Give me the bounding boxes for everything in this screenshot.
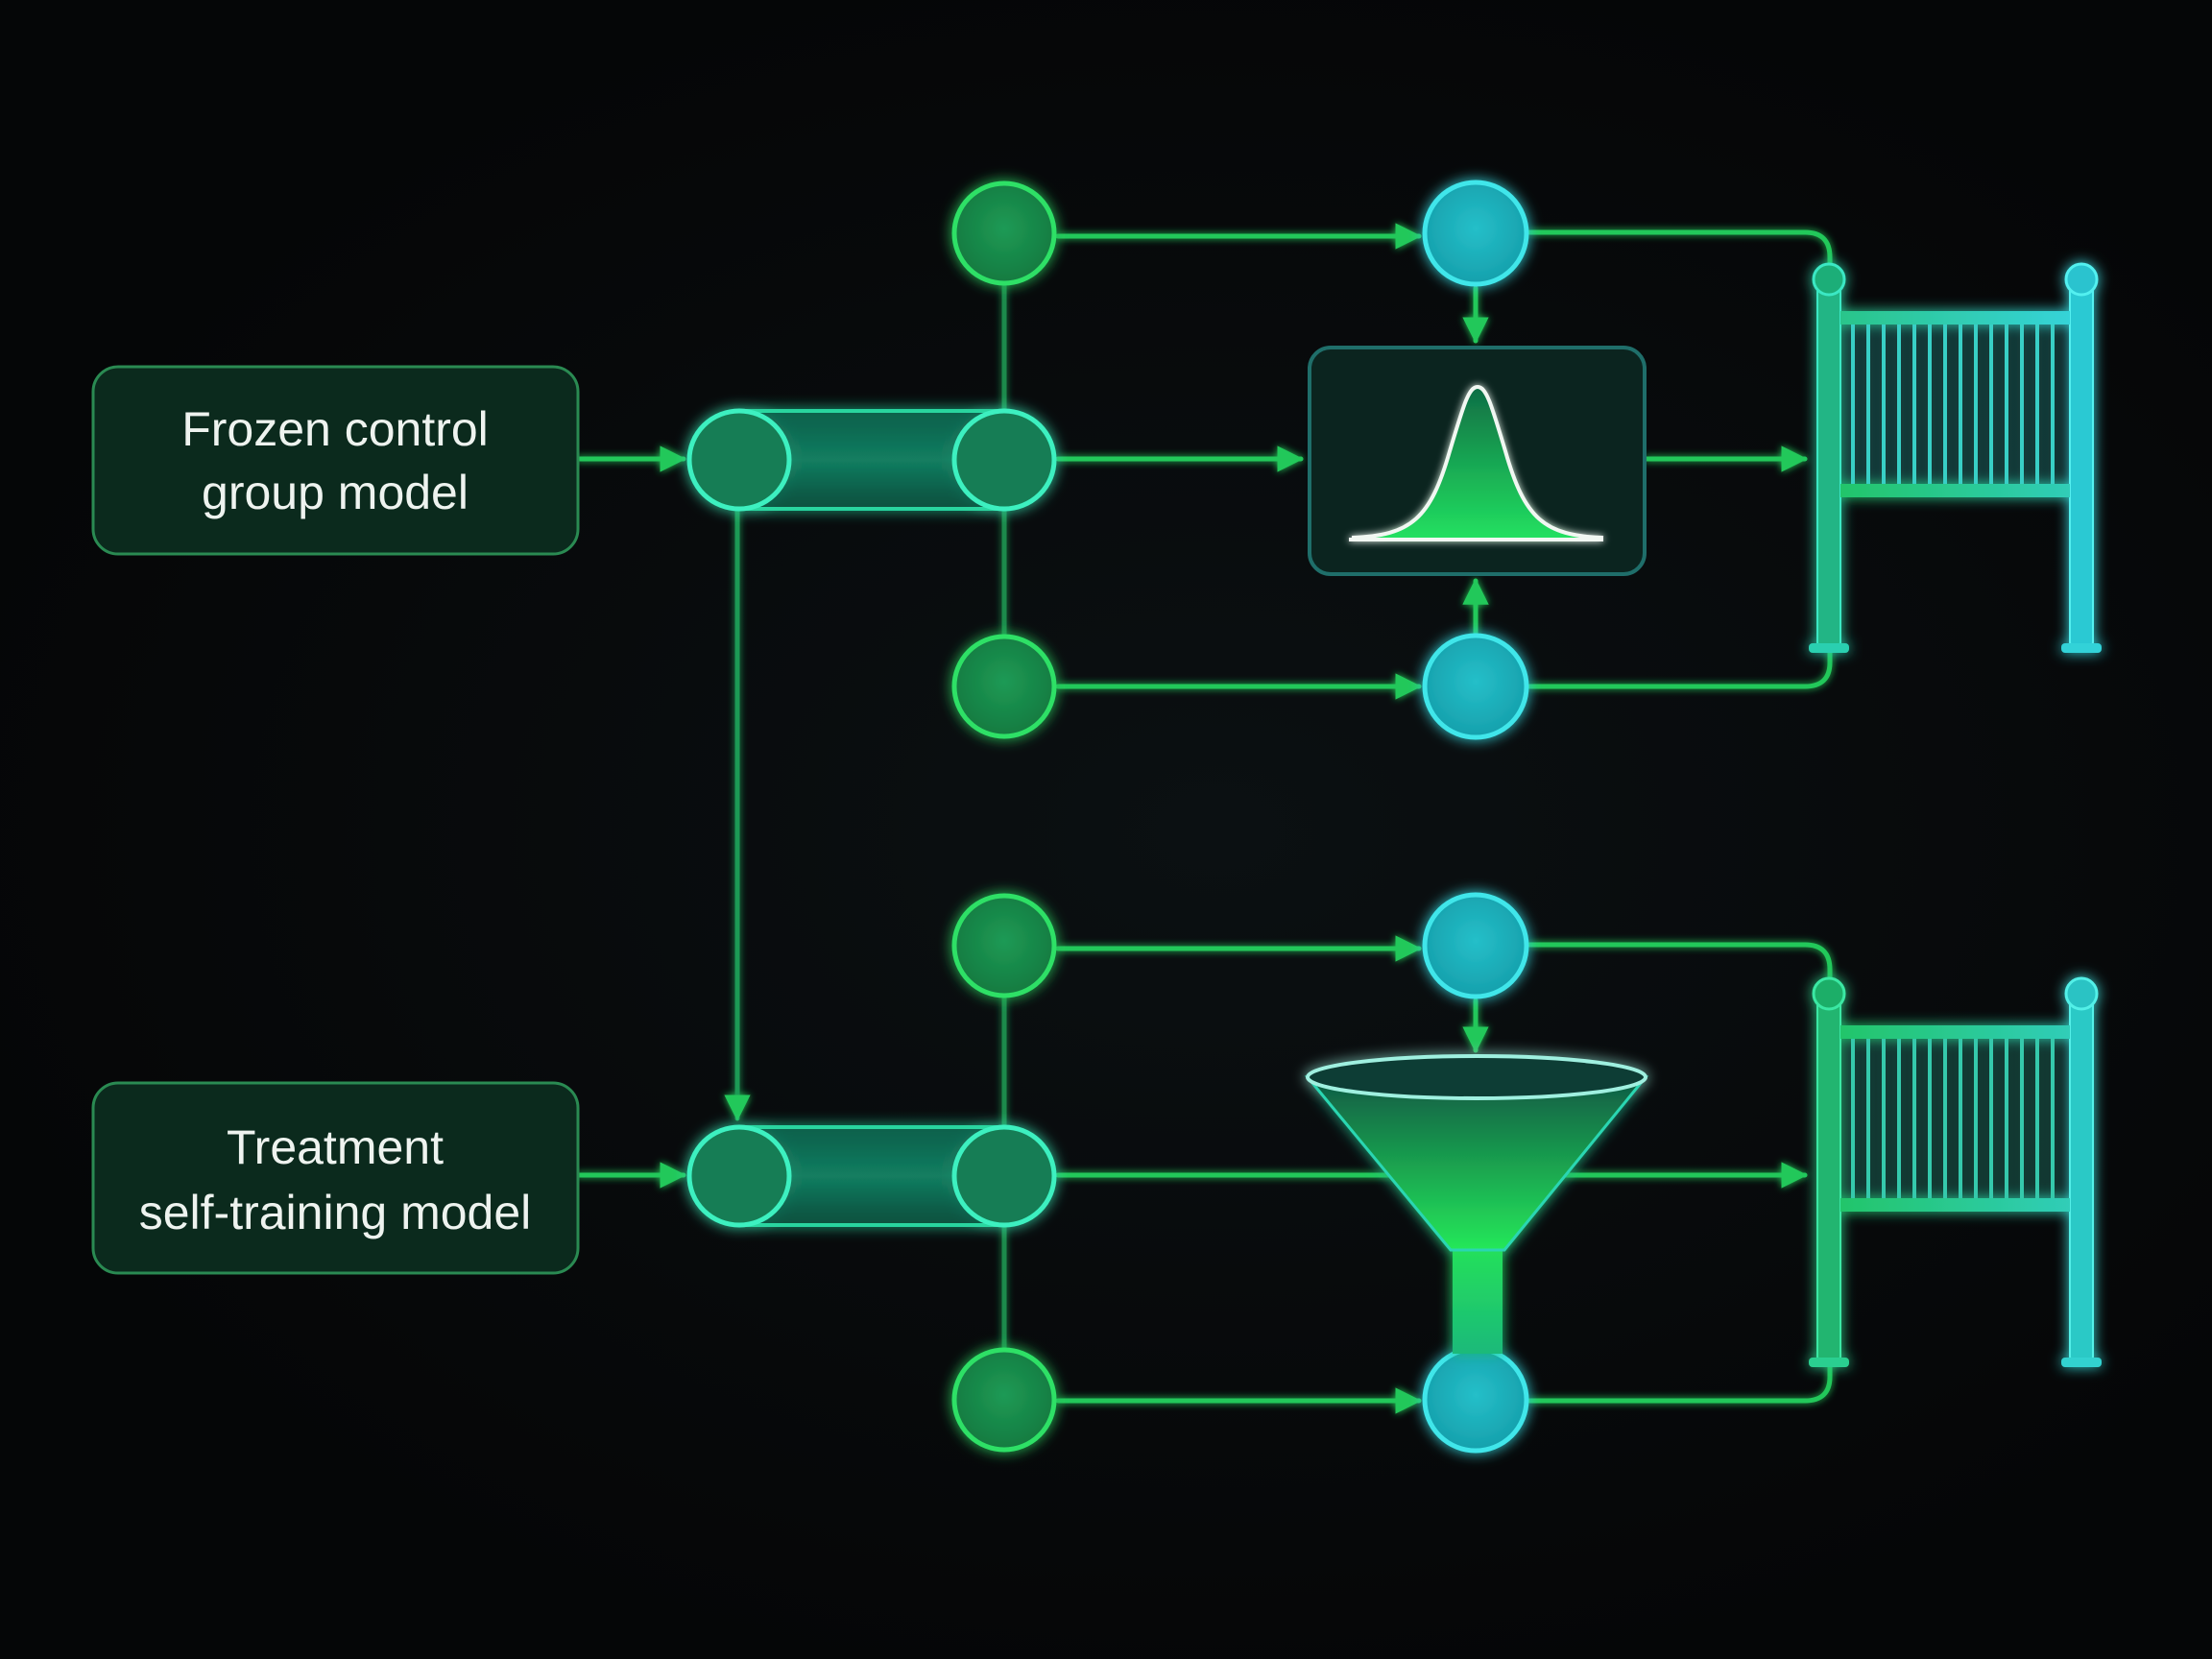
top-cylinder (686, 408, 1057, 512)
bell-curve-icon (1308, 346, 1647, 576)
top-target-node-lower (1422, 633, 1529, 740)
control-label-line1: Frozen control (181, 402, 489, 456)
bottom-rack-bars (1851, 1039, 2055, 1198)
bottom-source-node-upper (951, 893, 1057, 998)
bottom-cylinder (686, 1124, 1057, 1228)
bottom-gate-rack-icon (1809, 976, 2102, 1367)
edge-top-b-to-rack (1527, 229, 1833, 279)
control-model-box: Frozen control group model (91, 365, 580, 556)
top-gate-rack-icon (1809, 262, 2102, 653)
funnel-icon (1304, 1054, 1649, 1354)
edge-bottom-b-to-rack (1527, 942, 1833, 992)
control-label-line2: group model (202, 466, 469, 519)
treatment-label-line2: self-training model (139, 1186, 532, 1239)
bottom-source-node-lower (951, 1347, 1057, 1453)
bottom-target-node-lower (1422, 1346, 1529, 1454)
bottom-target-node-upper (1422, 892, 1529, 999)
top-source-node-lower (951, 634, 1057, 739)
treatment-label-line1: Treatment (227, 1120, 444, 1174)
top-source-node-upper (951, 180, 1057, 286)
top-rack-bars (1851, 325, 2055, 484)
edge-bottom-d-to-rack (1527, 1360, 1833, 1404)
cyan-nodes (1422, 180, 1529, 1454)
edge-top-d-to-rack (1527, 648, 1833, 689)
top-target-node-upper (1422, 180, 1529, 287)
treatment-model-box: Treatment self-training model (91, 1081, 580, 1275)
green-nodes (951, 180, 1057, 1453)
